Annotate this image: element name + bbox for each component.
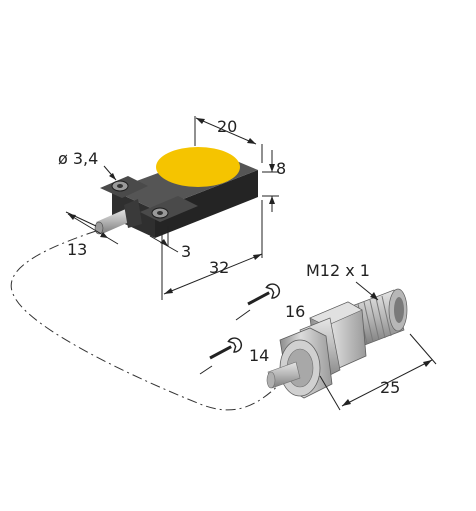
dimension-height: 8	[262, 150, 286, 212]
wrench-size-small: 14	[199, 337, 269, 375]
dimension-length-label: 32	[209, 258, 229, 277]
dimension-cable-offset: 13	[65, 211, 119, 259]
dimension-thread-label: M12 x 1	[306, 261, 370, 280]
dimension-height-label: 8	[276, 159, 286, 178]
sensor-side-face	[155, 170, 258, 238]
dimension-thread: M12 x 1	[306, 261, 379, 301]
sensor-face	[156, 147, 240, 187]
wrench-size-large: 16	[235, 283, 305, 321]
wrench-size-large-label: 16	[285, 302, 305, 321]
dimension-width: 20	[194, 116, 263, 163]
dimension-cable-offset-label: 13	[67, 240, 87, 259]
screw-hole-right-center	[157, 211, 163, 215]
dimension-screw-offset: 3	[149, 226, 191, 261]
dimension-hole-diameter-label: ø 3,4	[58, 149, 98, 168]
wrench-icon	[209, 337, 243, 360]
cable-path	[10, 230, 281, 411]
screw-hole-left-center	[117, 184, 123, 188]
sensor-body	[94, 147, 258, 238]
dimension-screw-offset-label: 3	[181, 242, 191, 261]
wrench-size-small-label: 14	[249, 346, 269, 365]
dimension-width-label: 20	[217, 117, 237, 136]
sensor-cable	[94, 199, 142, 235]
m12-connector	[266, 288, 408, 399]
dimension-length: 32	[161, 200, 263, 300]
wrench-icon	[247, 283, 281, 306]
dimension-hole-diameter: ø 3,4	[58, 149, 117, 181]
dimension-connector-length: 25	[319, 333, 437, 411]
dimension-connector-length-label: 25	[380, 378, 400, 397]
